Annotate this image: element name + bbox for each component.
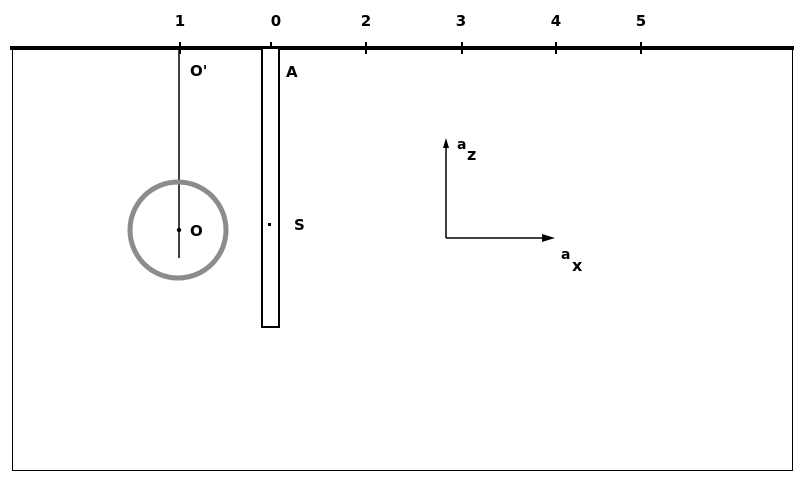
circle-ring	[127, 179, 229, 281]
tick-label-4: 4	[551, 12, 561, 30]
point-o	[176, 227, 182, 233]
tick-label-2: 2	[361, 12, 371, 30]
z-arrow-head	[443, 138, 449, 148]
tick-label-1: 1	[175, 12, 185, 30]
x-arrow-head	[542, 234, 555, 242]
axes-indicator	[443, 138, 555, 242]
tick-label-3: 3	[456, 12, 466, 30]
tick-label-0: 0	[271, 12, 281, 30]
label-o-prime: O'	[190, 62, 207, 80]
x-axis-label-base: a	[561, 247, 570, 263]
z-axis-label-sub: z	[467, 145, 476, 164]
label-a: A	[286, 63, 298, 81]
vertical-slab	[261, 47, 280, 328]
point-s-marker	[268, 223, 271, 226]
x-axis-label-sub: x	[572, 256, 583, 275]
domain-frame	[12, 48, 793, 471]
label-s: S	[294, 216, 305, 234]
z-axis-label-base: a	[457, 137, 466, 153]
label-o: O	[190, 222, 203, 240]
tick-label-5: 5	[636, 12, 646, 30]
